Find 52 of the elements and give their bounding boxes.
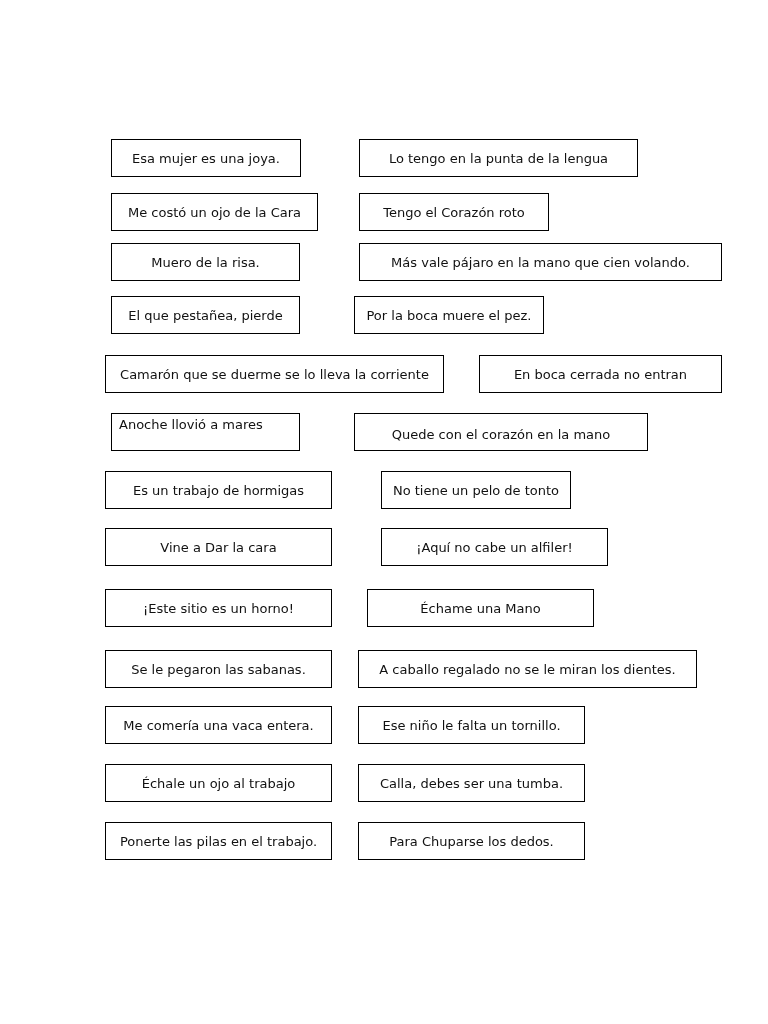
- phrase-card: [111, 243, 300, 281]
- phrase-card: [111, 139, 301, 177]
- phrase-text: Échale un ojo al trabajo: [141, 775, 296, 791]
- phrase-text: Por la boca muere el pez.: [366, 307, 532, 323]
- phrase-text: Más vale pájaro en la mano que cien volando.: [391, 254, 690, 270]
- phrase-card: [359, 193, 549, 231]
- phrase-text: Anoche llovió a mares: [119, 417, 263, 432]
- phrase-card: [359, 139, 638, 177]
- phrase-text: Quede con el corazón en la mano: [391, 427, 611, 442]
- phrase-text: ¡Aquí no cabe un alfiler!: [416, 539, 573, 555]
- phrase-text: Esa mujer es una joya.: [132, 150, 280, 166]
- phrase-text: Ese niño le falta un tornillo.: [382, 717, 561, 733]
- phrase-text: ¡Este sitio es un horno!: [143, 600, 294, 616]
- phrase-text: Se le pegaron las sabanas.: [131, 661, 306, 677]
- phrase-card: [111, 413, 300, 451]
- phrase-card: [105, 528, 332, 566]
- phrase-text: En boca cerrada no entran: [513, 366, 688, 382]
- phrase-card: [105, 822, 332, 860]
- phrase-card: [358, 706, 585, 744]
- phrase-text: No tiene un pelo de tonto: [392, 482, 560, 498]
- phrase-card: [105, 471, 332, 509]
- phrase-text: Me comería una vaca entera.: [123, 717, 314, 733]
- phrase-text: Échame una Mano: [420, 600, 541, 616]
- phrase-card: [359, 243, 722, 281]
- phrase-text: Tengo el Corazón roto: [383, 204, 525, 220]
- phrase-card: [354, 413, 648, 451]
- phrase-card: [111, 193, 318, 231]
- phrase-card: [105, 589, 332, 627]
- phrase-card: [105, 764, 332, 802]
- phrase-text: Me costó un ojo de la Cara: [127, 204, 302, 220]
- phrase-card: [354, 296, 544, 334]
- phrase-text: Camarón que se duerme se lo lleva la corriente: [120, 366, 429, 382]
- phrase-text: Para Chuparse los dedos.: [389, 833, 554, 849]
- phrase-card: [358, 650, 697, 688]
- phrase-card: [111, 296, 300, 334]
- phrase-card: [358, 822, 585, 860]
- phrase-card: [358, 764, 585, 802]
- phrase-text: A caballo regalado no se le miran los dientes.: [379, 661, 676, 677]
- phrase-card: [479, 355, 722, 393]
- phrase-card: [367, 589, 594, 627]
- phrase-text: Muero de la risa.: [151, 254, 260, 270]
- phrase-card: [105, 706, 332, 744]
- phrase-text: Lo tengo en la punta de la lengua: [388, 150, 609, 166]
- phrase-card: [381, 471, 571, 509]
- phrase-card: [105, 355, 444, 393]
- phrase-text: Calla, debes ser una tumba.: [379, 775, 564, 791]
- phrase-text: Es un trabajo de hormigas: [133, 482, 304, 498]
- phrase-card: [105, 650, 332, 688]
- phrase-text: Vine a Dar la cara: [160, 539, 277, 555]
- phrase-text: El que pestañea, pierde: [128, 307, 283, 323]
- phrase-text: Ponerte las pilas en el trabajo.: [119, 833, 318, 849]
- phrase-card: [381, 528, 608, 566]
